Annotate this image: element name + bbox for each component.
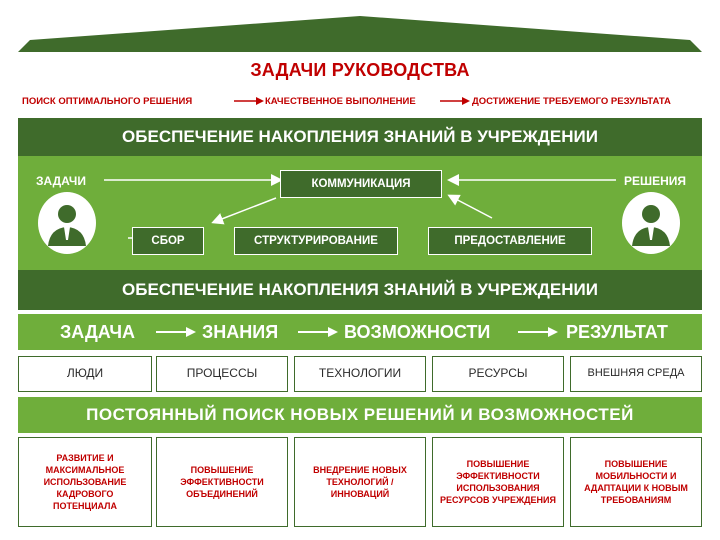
outcome-text: ПОВЫШЕНИЕ МОБИЛЬНОСТИ И АДАПТАЦИИ К НОВЫ…: [584, 459, 688, 505]
person-icon: [38, 192, 96, 254]
process-knowledge: ЗНАНИЯ: [202, 322, 279, 342]
arrow-right-icon: [234, 97, 264, 105]
outcome-box: ПОВЫШЕНИЕ МОБИЛЬНОСТИ И АДАПТАЦИИ К НОВЫ…: [570, 437, 702, 527]
outcome-box: ВНЕДРЕНИЕ НОВЫХ ТЕХНОЛОГИЙ / ИННОВАЦИЙ: [294, 437, 426, 527]
structuring-box: СТРУКТУРИРОВАНИЕ: [234, 227, 398, 255]
outcome-text: ВНЕДРЕНИЕ НОВЫХ ТЕХНОЛОГИЙ / ИННОВАЦИЙ: [313, 465, 407, 499]
arrow-right-icon: [298, 327, 338, 337]
roof-shape: [18, 16, 702, 52]
process-result: РЕЗУЛЬТАТ: [566, 322, 668, 342]
provision-box: ПРЕДОСТАВЛЕНИЕ: [428, 227, 592, 255]
outcome-box: РАЗВИТИЕ И МАКСИМАЛЬНОЕ ИСПОЛЬЗОВАНИЕ КА…: [18, 437, 152, 527]
process-band: ЗАДАЧА ЗНАНИЯ ВОЗМОЖНОСТИ РЕЗУЛЬТАТ: [18, 314, 702, 350]
resource-processes: ПРОЦЕССЫ: [156, 356, 288, 392]
arrow-right-icon: [518, 327, 558, 337]
tasks-label: ЗАДАЧИ: [36, 174, 86, 188]
resource-technologies: ТЕХНОЛОГИИ: [294, 356, 426, 392]
chain-item-search: ПОИСК ОПТИМАЛЬНОГО РЕШЕНИЯ: [22, 96, 193, 107]
solutions-label: РЕШЕНИЯ: [624, 174, 686, 188]
process-task: ЗАДАЧА: [60, 322, 136, 342]
resource-resources: РЕСУРСЫ: [432, 356, 564, 392]
person-icon: [622, 192, 680, 254]
outcome-text: ПОВЫШЕНИЕ ЭФФЕКТИВНОСТИ ОБЪЕДИНЕНИЙ: [180, 465, 264, 499]
page-title: ЗАДАЧИ РУКОВОДСТВА: [250, 60, 470, 80]
knowledge-band-top: ОБЕСПЕЧЕНИЕ НАКОПЛЕНИЯ ЗНАНИЙ В УЧРЕЖДЕН…: [18, 118, 702, 156]
process-opportunities: ВОЗМОЖНОСТИ: [344, 322, 491, 342]
resource-people: ЛЮДИ: [18, 356, 152, 392]
outcome-box: ПОВЫШЕНИЕ ЭФФЕКТИВНОСТИ ИСПОЛЬЗОВАНИЯ РЕ…: [432, 437, 564, 527]
chain-item-result: ДОСТИЖЕНИЕ ТРЕБУЕМОГО РЕЗУЛЬТАТА: [472, 96, 671, 107]
arrow-right-icon: [440, 97, 470, 105]
collection-box: СБОР: [132, 227, 204, 255]
chain-item-quality: КАЧЕСТВЕННОЕ ВЫПОЛНЕНИЕ: [265, 96, 416, 107]
outcome-text: ПОВЫШЕНИЕ ЭФФЕКТИВНОСТИ ИСПОЛЬЗОВАНИЯ РЕ…: [440, 459, 556, 505]
search-banner: ПОСТОЯННЫЙ ПОИСК НОВЫХ РЕШЕНИЙ И ВОЗМОЖН…: [18, 397, 702, 433]
resource-environment: ВНЕШНЯЯ СРЕДА: [570, 356, 702, 392]
communication-box: КОММУНИКАЦИЯ: [280, 170, 442, 198]
knowledge-band-bottom: ОБЕСПЕЧЕНИЕ НАКОПЛЕНИЯ ЗНАНИЙ В УЧРЕЖДЕН…: [18, 270, 702, 310]
outcome-box: ПОВЫШЕНИЕ ЭФФЕКТИВНОСТИ ОБЪЕДИНЕНИЙ: [156, 437, 288, 527]
outcome-text: РАЗВИТИЕ И МАКСИМАЛЬНОЕ ИСПОЛЬЗОВАНИЕ КА…: [43, 453, 127, 511]
arrow-right-icon: [156, 327, 196, 337]
